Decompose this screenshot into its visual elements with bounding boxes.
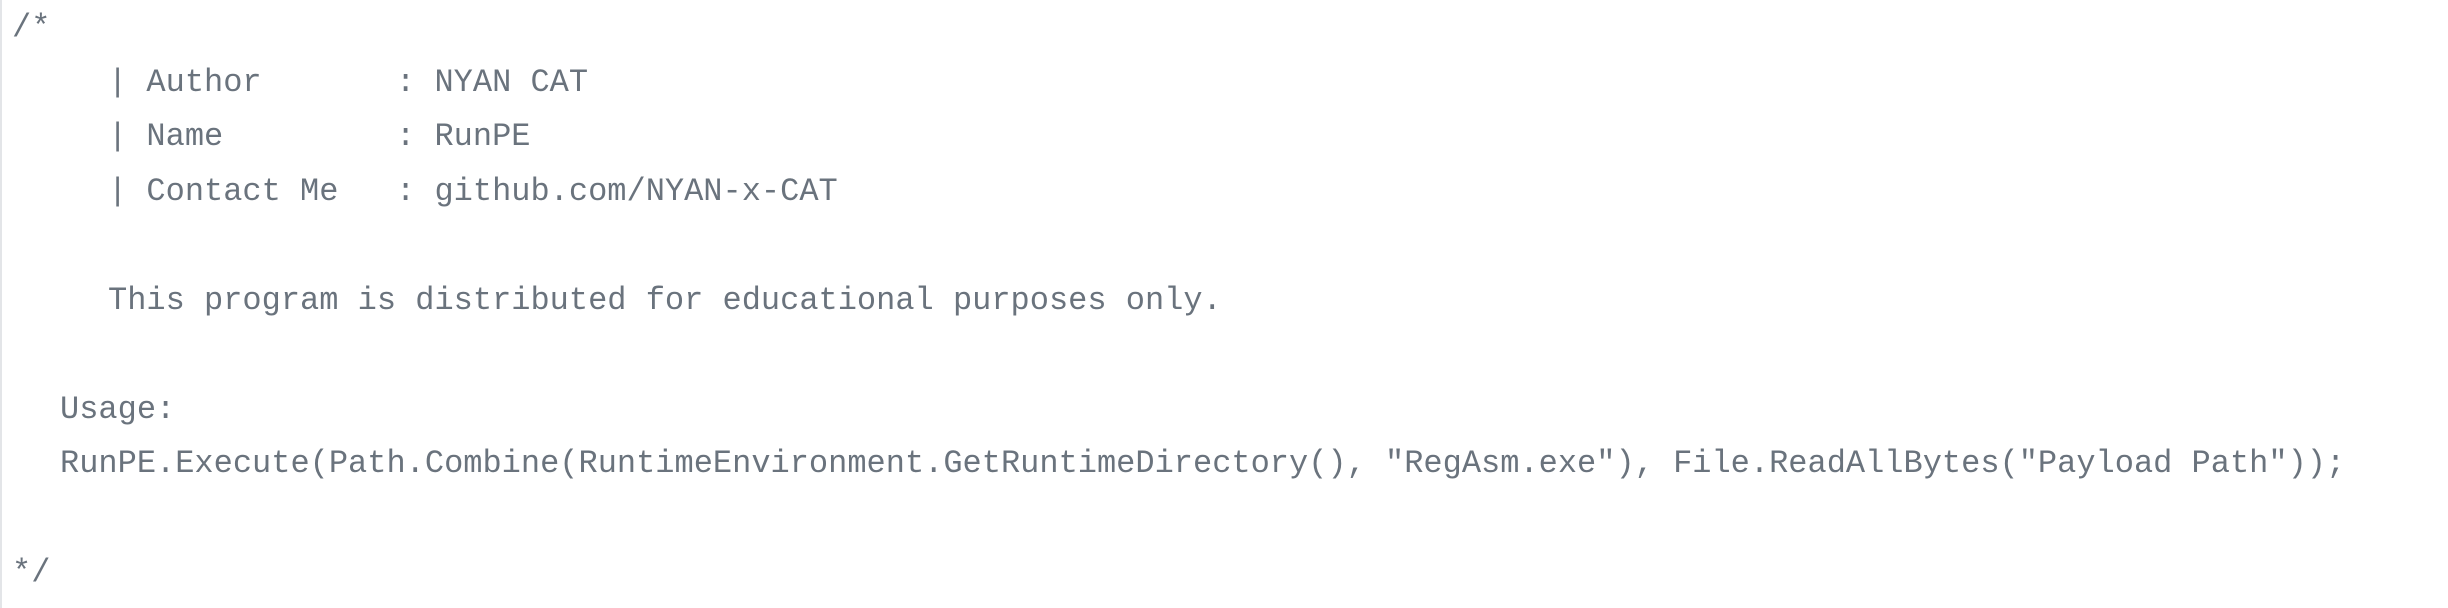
author-line: | Author : NYAN CAT (108, 64, 589, 101)
comment-open-line: /* (12, 9, 51, 46)
disclaimer-line: This program is distributed for educatio… (108, 282, 1222, 319)
usage-code-line: RunPE.Execute(Path.Combine(RuntimeEnviro… (60, 445, 2346, 482)
comment-close-line: */ (12, 554, 51, 591)
name-line: | Name : RunPE (108, 118, 531, 155)
contact-line: | Contact Me : github.com/NYAN-x-CAT (108, 173, 838, 210)
usage-label-line: Usage: (60, 391, 176, 428)
